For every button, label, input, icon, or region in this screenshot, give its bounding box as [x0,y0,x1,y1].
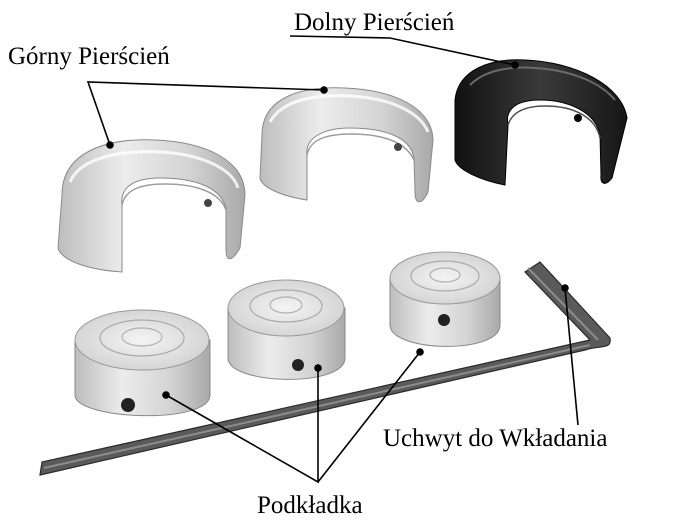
leader-upper-ring [86,81,325,146]
spacer-middle [227,279,346,380]
label-lower-ring: Dolny Pierścień [294,9,455,36]
label-spacer: Podkładka [257,492,363,519]
lower-ring-black [454,59,628,186]
spacer-left [74,309,211,417]
leader-lower-ring [289,35,516,66]
leader-lines [86,35,579,484]
label-upper-ring: Górny Pierścień [8,43,170,70]
hex-key [39,261,611,476]
upper-ring-middle [259,87,434,203]
upper-ring-left [57,139,246,273]
spacer-right [389,251,501,347]
leader-insert-handle [564,287,579,426]
label-insert-handle: Uchwyt do Wkładania [383,425,608,452]
